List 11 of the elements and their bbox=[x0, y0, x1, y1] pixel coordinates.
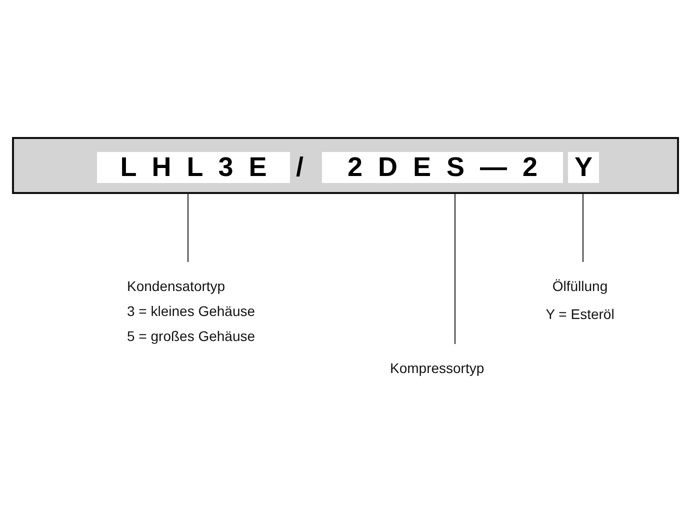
label-text: 3 = kleines Gehäuse bbox=[127, 303, 256, 319]
code-segment: 2 D E S — 2 bbox=[322, 152, 563, 183]
label-heading: Kondensatortyp bbox=[127, 278, 226, 294]
label-text: 5 = großes Gehäuse bbox=[127, 328, 256, 344]
code-segment: L H L 3 E bbox=[97, 152, 290, 183]
label-heading: Kompressortyp bbox=[390, 360, 486, 376]
label-text: Y = Esteröl bbox=[544, 306, 616, 322]
label-heading: Ölfüllung bbox=[551, 278, 609, 294]
separator-slash: / bbox=[296, 152, 304, 183]
code-segment: Y bbox=[568, 152, 599, 183]
code-bar bbox=[12, 137, 679, 194]
